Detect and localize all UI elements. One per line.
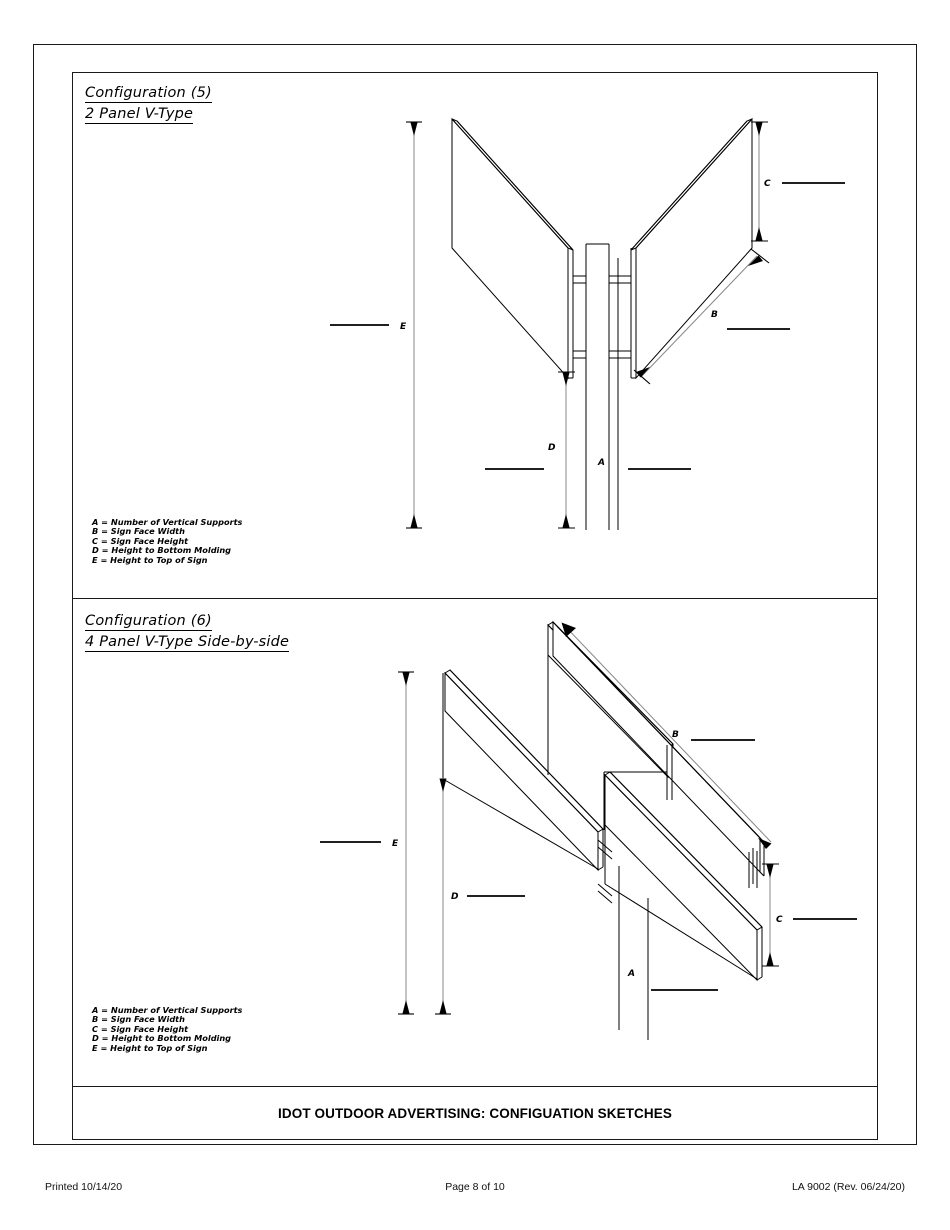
page-inner-border xyxy=(72,72,878,1140)
c6-dimension-e: E xyxy=(320,671,414,1015)
c5-dimension-c: C xyxy=(751,121,845,242)
c6-dimension-b: B xyxy=(561,622,772,849)
c6-dimension-c: C xyxy=(762,863,857,967)
c5-label-e: E xyxy=(400,322,407,332)
configuration-5-title-line2: 2 Panel V-Type xyxy=(85,106,194,124)
legend-item: E = Height to Top of Sign xyxy=(92,1042,208,1053)
c5-bracing-right xyxy=(609,275,631,359)
c5-dimension-b: B xyxy=(633,248,790,385)
configuration-6-title: Configuration (6) 4 Panel V-Type Side-by… xyxy=(85,613,290,655)
footer-page-number: Page 8 of 10 xyxy=(445,1181,505,1193)
c6-panel-edge-stack xyxy=(748,848,758,888)
configuration-5-legend: A = Number of Vertical Supports B = Sign… xyxy=(92,517,243,565)
legend-item: D = Height to Bottom Molding xyxy=(92,1033,232,1044)
banner-divider xyxy=(72,1086,878,1087)
c6-dimension-a: A xyxy=(627,969,718,991)
legend-item: C = Sign Face Height xyxy=(92,1023,189,1034)
configuration-divider xyxy=(72,598,878,599)
c5-label-c: C xyxy=(764,179,771,189)
legend-item: B = Sign Face Width xyxy=(92,1014,185,1025)
c6-left-front-lower xyxy=(442,673,599,870)
legend-item: B = Sign Face Width xyxy=(92,526,185,537)
configuration-5-title: Configuration (5) 2 Panel V-Type xyxy=(85,85,212,127)
c5-right-sign-panel xyxy=(630,117,753,380)
legend-item: A = Number of Vertical Supports xyxy=(92,517,243,527)
c5-label-b: B xyxy=(711,310,718,320)
c6-label-b: B xyxy=(672,730,679,740)
c6-rear-support xyxy=(547,625,673,800)
c6-right-front-lower-edge xyxy=(604,775,758,980)
c5-label-a: A xyxy=(597,458,605,468)
c6-label-d: D xyxy=(451,892,459,902)
document-banner: IDOT OUTDOOR ADVERTISING: CONFIGUATION S… xyxy=(72,1086,878,1140)
configuration-6-title-line1: Configuration (6) xyxy=(85,613,212,631)
legend-item: A = Number of Vertical Supports xyxy=(92,1005,243,1015)
c6-right-front-panel xyxy=(604,771,763,982)
configuration-6-legend: A = Number of Vertical Supports B = Sign… xyxy=(92,1005,243,1053)
c6-label-a: A xyxy=(627,969,635,979)
legend-item: C = Sign Face Height xyxy=(92,535,189,546)
configuration-5-title-line1: Configuration (5) xyxy=(85,85,212,103)
c5-dimension-a: A xyxy=(597,458,691,470)
c6-left-front-panel xyxy=(444,669,604,872)
c5-center-post xyxy=(585,243,619,530)
c5-dimension-e: E xyxy=(330,121,422,529)
c6-vertical-supports xyxy=(618,866,649,1040)
c6-rear-long-panel xyxy=(552,620,765,877)
c5-bracing-left xyxy=(573,275,586,359)
c6-dimension-d: D xyxy=(435,778,525,1015)
footer-form-number: LA 9002 (Rev. 06/24/20) xyxy=(791,1181,905,1193)
c6-label-c: C xyxy=(776,915,783,925)
banner-title: IDOT OUTDOOR ADVERTISING: CONFIGUATION S… xyxy=(278,1105,672,1121)
c5-dimension-d: D xyxy=(485,371,575,529)
page-footer: Printed 10/14/20 Page 8 of 10 LA 9002 (R… xyxy=(45,1181,905,1193)
page-outer-border xyxy=(33,44,917,1145)
legend-item: D = Height to Bottom Molding xyxy=(92,545,232,556)
configuration-6-title-line2: 4 Panel V-Type Side-by-side xyxy=(85,634,290,652)
c6-label-e: E xyxy=(392,839,399,849)
c5-label-d: D xyxy=(548,443,556,453)
legend-item: E = Height to Top of Sign xyxy=(92,554,208,565)
footer-printed-date: Printed 10/14/20 xyxy=(45,1181,123,1193)
